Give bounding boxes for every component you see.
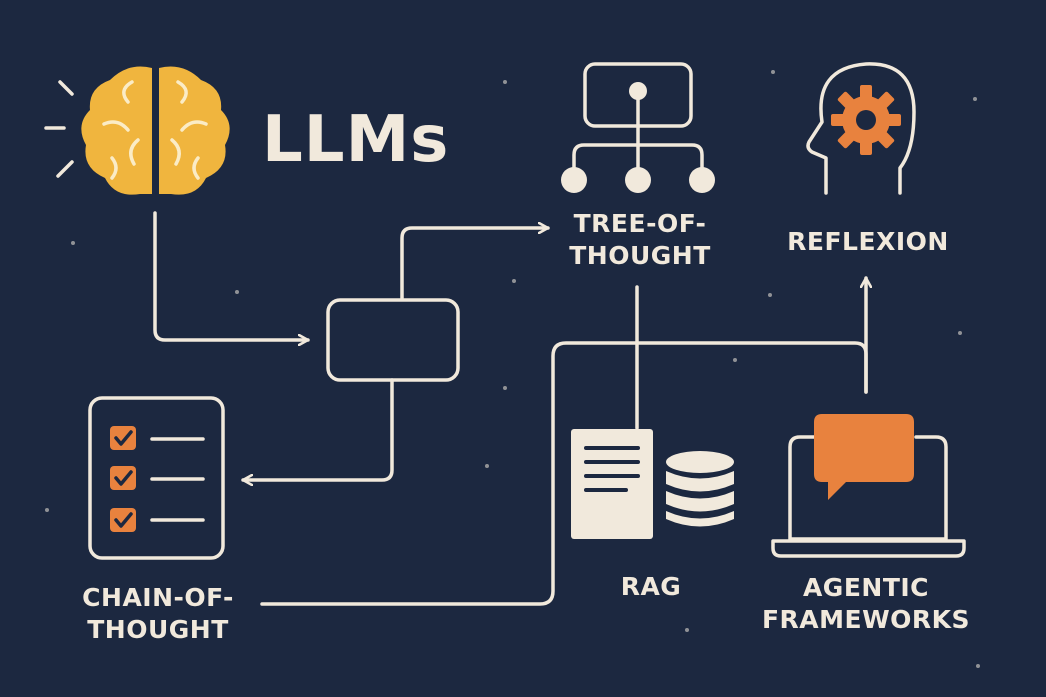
agentic-frameworks-label: AGENTIC FRAMEWORKS	[746, 572, 986, 636]
tree-of-thought-label-line-2: THOUGHT	[569, 241, 711, 270]
agentic-frameworks-label-line-1: AGENTIC	[802, 573, 930, 602]
connector-chain-to-agentic	[260, 341, 868, 606]
laptop-chat-icon	[771, 414, 966, 558]
reflexion-label: REFLEXION	[787, 227, 949, 256]
chain-of-thought-label: CHAIN-OF- THOUGHT	[38, 582, 278, 646]
document-database-icon	[571, 429, 734, 539]
chain-of-thought-label-line-2: THOUGHT	[87, 615, 229, 644]
tree-of-thought-label: TREE-OF- THOUGHT	[520, 208, 760, 272]
head-gear-icon	[806, 62, 916, 195]
tree-of-thought-label-line-1: TREE-OF-	[573, 209, 707, 238]
connector-llms-to-hub	[153, 211, 310, 340]
brain-icon	[44, 66, 230, 195]
connector-hub-to-tree-of-thought	[400, 228, 550, 300]
checklist-icon	[88, 396, 225, 560]
connector-hub-to-chain-of-thought	[241, 378, 394, 480]
agentic-frameworks-label-line-2: FRAMEWORKS	[761, 605, 971, 634]
star-dots	[45, 70, 980, 668]
llms-title: LLMs	[262, 103, 450, 177]
chain-of-thought-label-line-1: CHAIN-OF-	[82, 583, 234, 612]
hierarchy-icon	[561, 62, 715, 193]
connectors	[153, 211, 868, 606]
hub-node-box	[326, 298, 460, 382]
rag-label: RAG	[620, 572, 682, 601]
